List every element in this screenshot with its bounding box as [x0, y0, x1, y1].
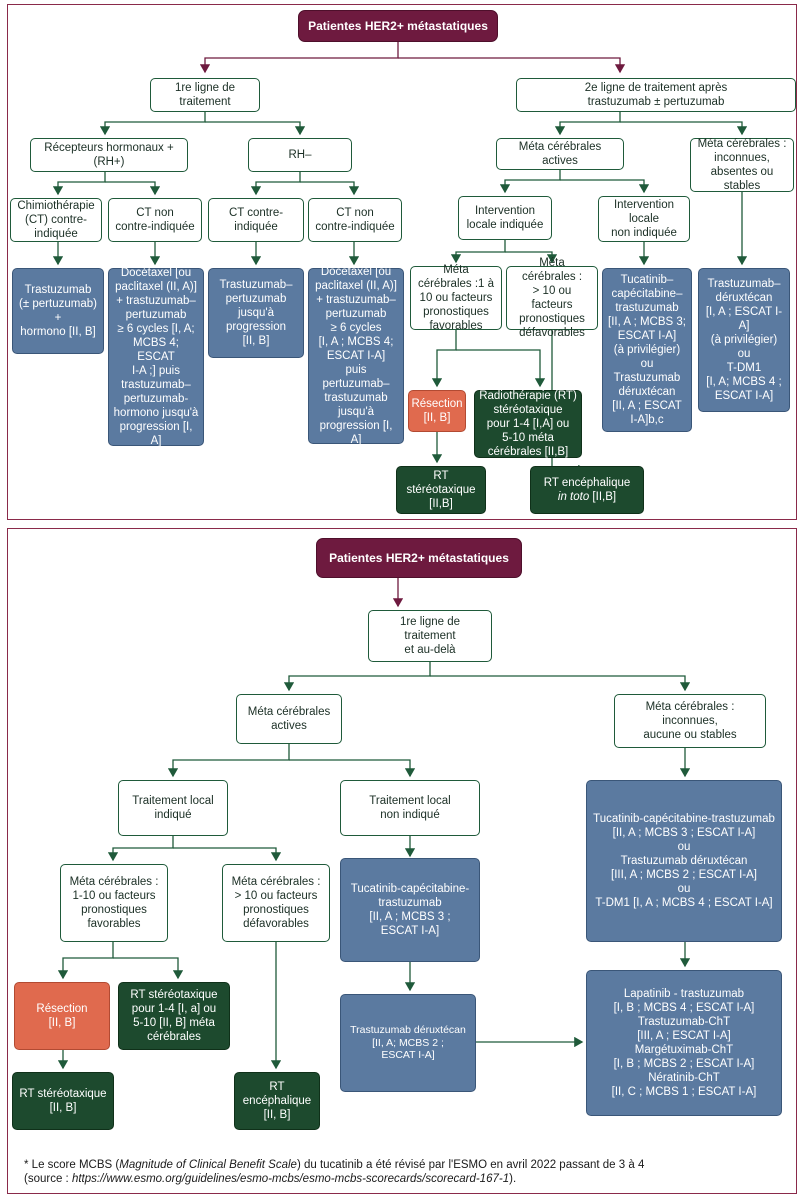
top-rh-plus: Récepteurs hormonaux + (RH+): [30, 138, 188, 172]
bottom-rt-stereo: RT stéréotaxique [II, B]: [12, 1072, 114, 1130]
bottom-title: Patientes HER2+ métastatiques: [316, 538, 522, 578]
top-local-indicated: Intervention locale indiquée: [458, 196, 552, 240]
bottom-meta-gt10: Méta cérébrales : > 10 ou facteurs prono…: [222, 864, 330, 942]
top-meta-gt10: Méta cérébrales : > 10 ou facteurs prono…: [506, 257, 598, 339]
top-local-not-indicated: Intervention locale non indiquée: [598, 196, 690, 242]
top-ct-contra-rhplus: Chimiothérapie (CT) contre- indiquée: [10, 198, 102, 242]
top-first-line-label: 1re ligne de traitement: [174, 81, 236, 108]
bottom-meta-1-10: Méta cérébrales : 1-10 ou facteurs prono…: [60, 864, 168, 942]
top-rt-stereo: RT stéréotaxique [II,B]: [396, 466, 486, 514]
bottom-meta-unknown: Méta cérébrales : inconnues, aucune ou s…: [614, 694, 766, 748]
bottom-first-line: 1re ligne de traitement et au-delà: [368, 610, 492, 662]
bottom-tx-lapatinib: Lapatinib - trastuzumab [I, B ; MCBS 4 ;…: [586, 970, 782, 1116]
top-resection: Résection [II, B]: [408, 390, 466, 432]
bottom-meta-actives: Méta cérébrales actives: [236, 694, 342, 744]
source-link[interactable]: https://www.esmo.org/guidelines/esmo-mcb…: [71, 1173, 510, 1186]
top-tx-docetaxel-rhplus: Docétaxel [ou paclitaxel (II, A)] + tras…: [108, 267, 204, 447]
bottom-tx-tucatinib: Tucatinib-capécitabine- trastuzumab [II,…: [340, 858, 480, 962]
top-second-line: 2e ligne de traitement après trastuzumab…: [516, 78, 796, 112]
bottom-local-not-indicated: Traitement local non indiqué: [340, 780, 480, 836]
top-tx-tucatinib: Tucatinib– capécitabine– trastuzumab [II…: [602, 268, 692, 432]
top-tx-trastu-hormono: Trastuzumab (± pertuzumab) + hormono [II…: [12, 268, 104, 354]
top-tx-trastu-pertu: Trastuzumab– pertuzumab jusqu'à progress…: [208, 268, 304, 358]
footnote: * Le score MCBS (Magnitude of Clinical B…: [24, 1159, 645, 1186]
bottom-tx-options: Tucatinib-capécitabine-trastuzumab [II, …: [586, 780, 782, 942]
top-radio-rt: Radiothérapie (RT) stéréotaxique pour 1-…: [474, 390, 582, 458]
top-tx-trastu-dxd: Trastuzumab– déruxtécan [I, A ; ESCAT I-…: [698, 268, 790, 412]
top-meta-1-10: Méta cérébrales :1 à 10 ou facteurs pron…: [410, 264, 502, 332]
bottom-rt-stereo-opts: RT stéréotaxique pour 1-4 [I, a] ou 5-10…: [118, 982, 230, 1050]
top-first-line: 1re ligne de traitement: [150, 78, 260, 112]
top-tx-tucatinib-label: Tucatinib– capécitabine– trastuzumab [II…: [608, 273, 686, 427]
top-tx-docetaxel-rhminus: Docétaxel [ou paclitaxel (II, A)] + tras…: [308, 266, 404, 446]
top-ct-non-contra-rhminus: CT non contre-indiquée: [308, 198, 402, 242]
bottom-resection: Résection [II, B]: [14, 982, 110, 1050]
top-title: Patientes HER2+ métastatiques: [298, 10, 498, 42]
top-rh-minus: RH–: [248, 138, 352, 172]
top-meta-unknown: Méta cérébrales : inconnues, absentes ou…: [690, 138, 794, 192]
bottom-tx-trastu-dxd: Trastuzumab déruxtécan [II, A; MCBS 2 ; …: [340, 994, 476, 1092]
bottom-rt-encephalique: RT encéphalique [II, B]: [234, 1072, 320, 1130]
top-ct-contra-rhminus: CT contre- indiquée: [208, 198, 304, 242]
top-meta-actives: Méta cérébrales actives: [496, 138, 624, 170]
bottom-local-indicated: Traitement local indiqué: [118, 780, 228, 836]
top-ct-non-contra-rhplus: CT non contre-indiquée: [108, 198, 202, 242]
